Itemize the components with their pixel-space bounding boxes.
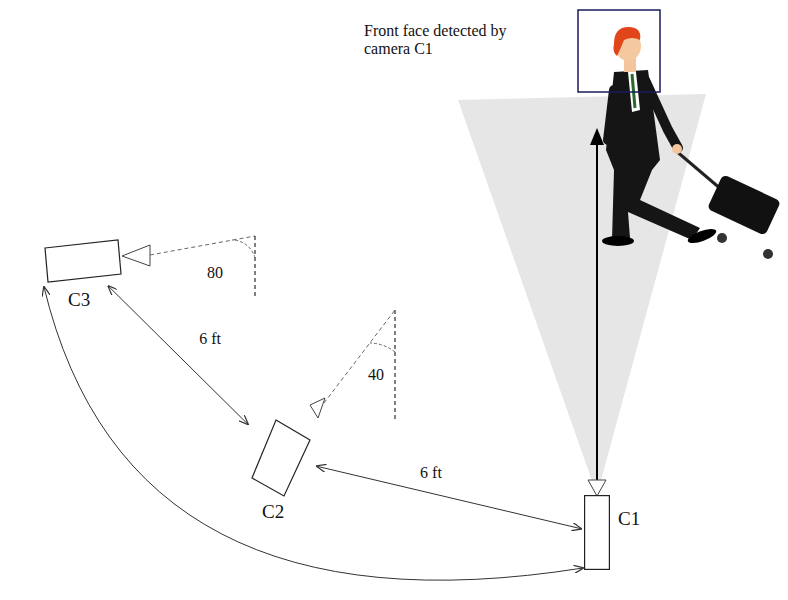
distance-arrow <box>108 286 248 424</box>
camera-box: C2 <box>250 418 314 498</box>
walk-arrowhead <box>590 128 604 145</box>
camera-label: C3 <box>68 290 90 311</box>
view-line-c2 <box>324 310 395 403</box>
camera-outline <box>250 418 314 498</box>
distance-label: 6 ft <box>418 464 444 482</box>
angle-value: 40 <box>366 366 386 384</box>
distance-arrow <box>44 287 583 580</box>
reference-line-c2 <box>395 310 396 420</box>
camera-outline <box>42 238 124 284</box>
annotation: Front face detected by camera C1 <box>362 22 526 59</box>
camera-box: C3 <box>42 238 124 284</box>
reference-line-c3 <box>255 236 256 296</box>
camera-label: C2 <box>262 502 284 523</box>
face-detection-box <box>578 10 660 92</box>
angle-value: 80 <box>205 264 225 282</box>
distance-label: 6 ft <box>197 330 223 348</box>
lens-c1 <box>588 480 606 496</box>
angle-arc-c3 <box>232 240 255 258</box>
camera-outline <box>584 495 610 570</box>
camera-box: C1 <box>584 495 610 570</box>
field-of-view <box>458 94 706 495</box>
distance-arrow <box>317 466 581 528</box>
lens-c2 <box>310 398 325 418</box>
traveller <box>602 27 781 259</box>
angle-arc-c2 <box>370 343 395 352</box>
camera-label: C1 <box>618 509 640 530</box>
walk-direction <box>596 142 598 482</box>
lens-c3 <box>122 245 150 266</box>
view-line-c3 <box>150 236 255 255</box>
